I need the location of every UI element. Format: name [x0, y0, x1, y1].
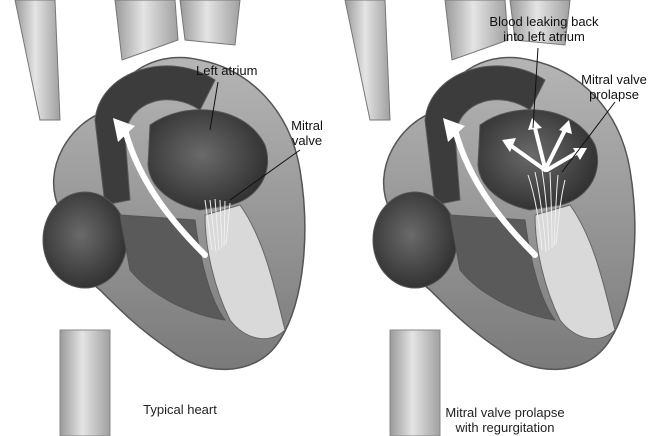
- typical-heart-caption-text: Typical heart: [143, 402, 217, 417]
- prolapse-caption-line1: Mitral valve prolapse: [420, 405, 590, 420]
- right-atrium-chamber: [373, 192, 457, 288]
- typical-heart-illustration: [0, 0, 330, 436]
- left-atrium-label-text: Left atrium: [196, 63, 257, 78]
- mitral-prolapse-label-line2: prolapse: [572, 87, 656, 102]
- blood-leak-label-line2: into left atrium: [479, 29, 609, 44]
- lower-vessel: [60, 330, 110, 436]
- mitral-valve-label: Mitral valve: [285, 118, 329, 148]
- prolapse-heart-illustration: [330, 0, 660, 436]
- pulmonary-vessel: [180, 0, 240, 45]
- blood-leak-label: Blood leaking back into left atrium: [479, 14, 609, 44]
- aorta-vessel: [115, 0, 178, 60]
- prolapse-caption: Mitral valve prolapse with regurgitation: [420, 405, 590, 435]
- mitral-valve-label-line1: Mitral: [285, 118, 329, 133]
- vena-cava-vessel: [15, 0, 60, 120]
- blood-leak-label-line1: Blood leaking back: [479, 14, 609, 29]
- right-atrium-chamber: [43, 192, 127, 288]
- mitral-prolapse-label: Mitral valve prolapse: [572, 72, 656, 102]
- vena-cava-vessel: [345, 0, 390, 120]
- left-atrium-label: Left atrium: [196, 63, 257, 78]
- prolapse-caption-line2: with regurgitation: [420, 420, 590, 435]
- mitral-prolapse-label-line1: Mitral valve: [572, 72, 656, 87]
- typical-heart-caption: Typical heart: [115, 402, 245, 417]
- mitral-valve-label-line2: valve: [285, 133, 329, 148]
